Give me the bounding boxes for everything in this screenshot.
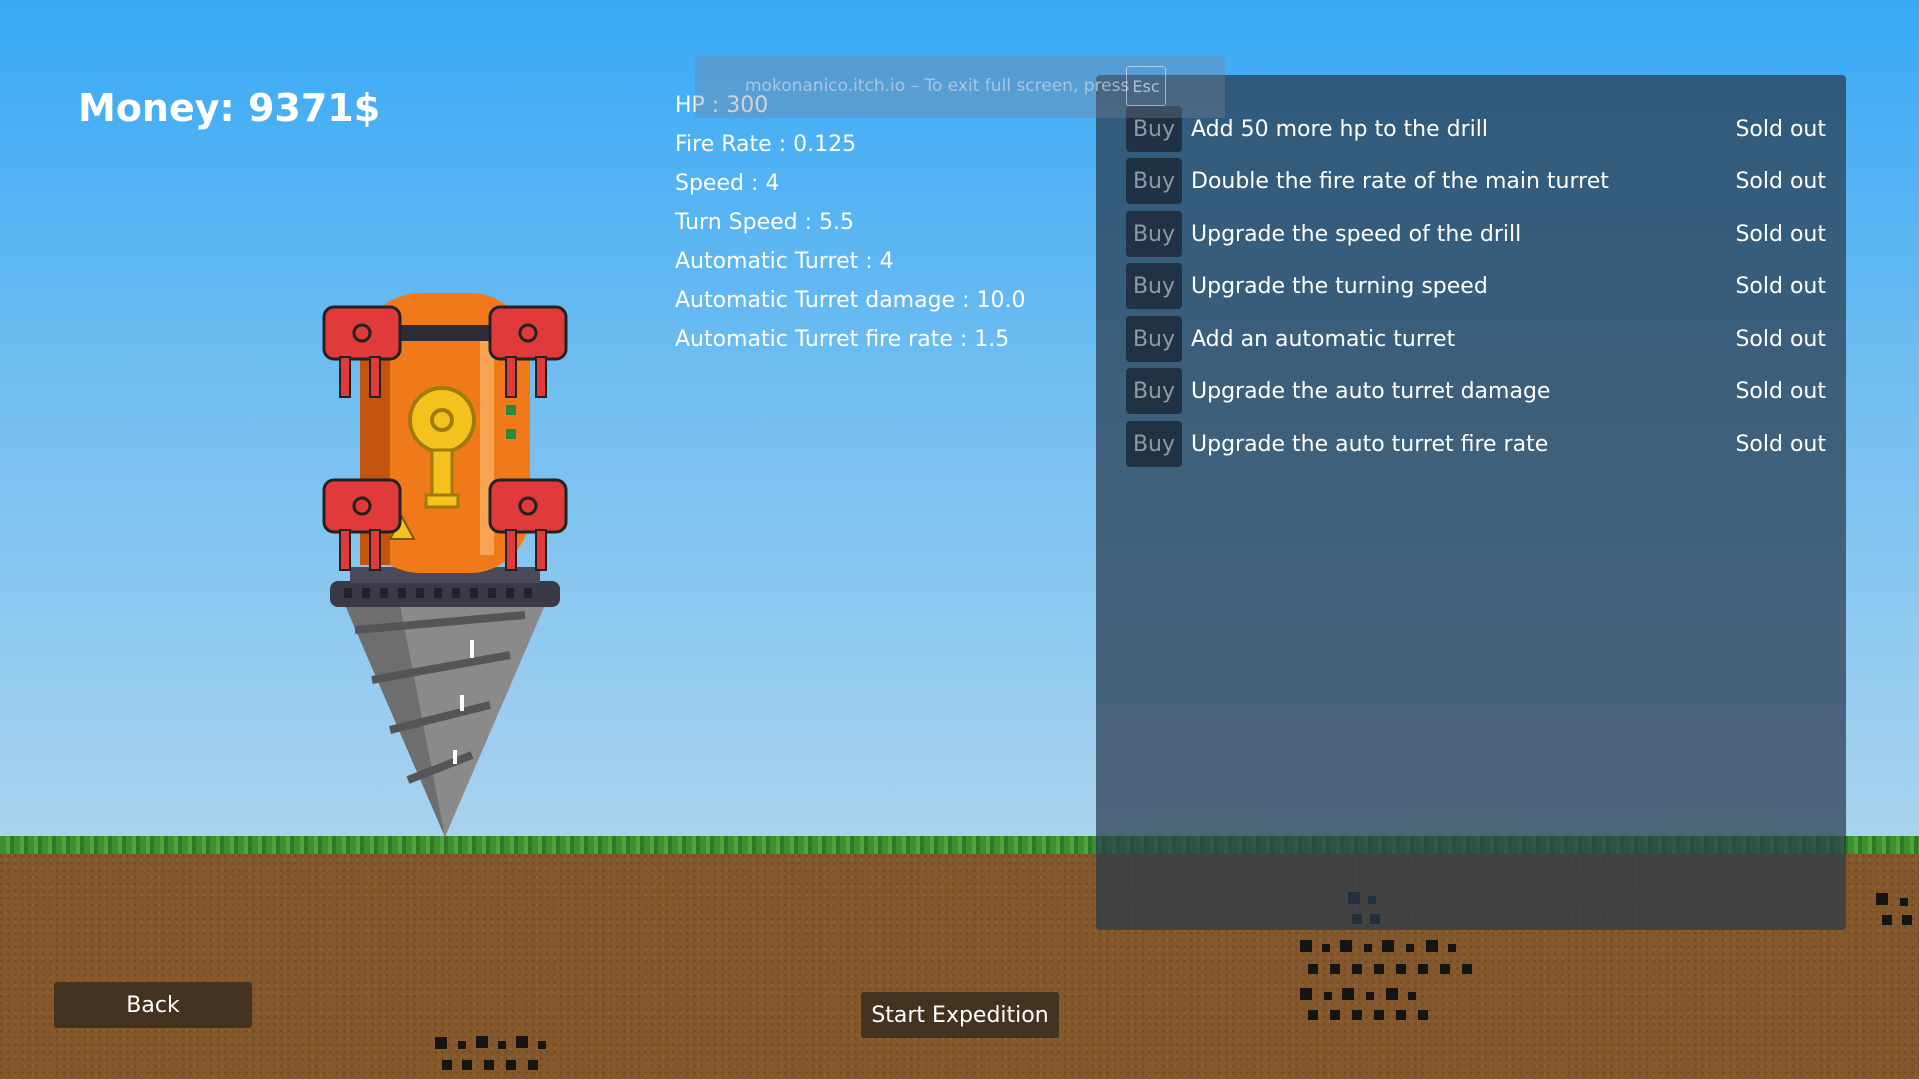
upgrade-price: Sold out — [1735, 326, 1826, 352]
shop-row: Buy Upgrade the auto turret damage Sold … — [1126, 368, 1826, 414]
stat-speed: Speed : 4 — [675, 171, 780, 196]
upgrade-description: Upgrade the auto turret fire rate — [1191, 431, 1549, 457]
upgrade-price: Sold out — [1735, 378, 1826, 404]
shop-row: Buy Upgrade the turning speed Sold out — [1126, 263, 1826, 309]
turret-bottom-right — [488, 478, 568, 571]
stat-turn-speed: Turn Speed : 5.5 — [675, 210, 854, 235]
upgrade-description: Double the fire rate of the main turret — [1191, 168, 1609, 194]
coal-ore-cluster — [1300, 892, 1472, 1020]
upgrade-price: Sold out — [1735, 273, 1826, 299]
upgrade-price: Sold out — [1735, 116, 1826, 142]
drill-sprite — [322, 293, 568, 837]
buy-button[interactable]: Buy — [1126, 158, 1182, 204]
upgrade-price: Sold out — [1735, 221, 1826, 247]
back-button[interactable]: Back — [54, 982, 252, 1028]
upgrade-description: Upgrade the turning speed — [1191, 273, 1488, 299]
upgrade-price: Sold out — [1735, 431, 1826, 457]
upgrade-shop-panel: Buy Add 50 more hp to the drill Sold out… — [1096, 75, 1846, 930]
turret-bottom-left — [322, 478, 402, 571]
buy-button[interactable]: Buy — [1126, 368, 1182, 414]
shop-row: Buy Add an automatic turret Sold out — [1126, 316, 1826, 362]
buy-button[interactable]: Buy — [1126, 211, 1182, 257]
shop-row: Buy Upgrade the speed of the drill Sold … — [1126, 211, 1826, 257]
buy-button[interactable]: Buy — [1126, 316, 1182, 362]
upgrade-description: Add 50 more hp to the drill — [1191, 116, 1488, 142]
stat-auto-turret-fire-rate: Automatic Turret fire rate : 1.5 — [675, 327, 1010, 352]
shop-row: Buy Double the fire rate of the main tur… — [1126, 158, 1826, 204]
buy-button[interactable]: Buy — [1126, 263, 1182, 309]
upgrade-description: Add an automatic turret — [1191, 326, 1456, 352]
turret-top-left — [322, 305, 402, 398]
buy-button[interactable]: Buy — [1126, 106, 1182, 152]
upgrade-description: Upgrade the speed of the drill — [1191, 221, 1522, 247]
start-expedition-button[interactable]: Start Expedition — [861, 992, 1059, 1038]
money-counter: Money: 9371$ — [78, 86, 381, 130]
upgrade-price: Sold out — [1735, 168, 1826, 194]
stat-auto-turret: Automatic Turret : 4 — [675, 249, 894, 274]
coal-ore-cluster — [1876, 893, 1912, 925]
drill-stats: HP : 300 Fire Rate : 0.125 Speed : 4 Tur… — [675, 86, 1025, 359]
fullscreen-notice-text: mokonanico.itch.io – To exit full screen… — [745, 76, 1130, 96]
stat-hp: HP : 300 — [675, 93, 769, 118]
turret-top-right — [488, 305, 568, 398]
stat-fire-rate: Fire Rate : 0.125 — [675, 132, 857, 157]
stat-auto-turret-damage: Automatic Turret damage : 10.0 — [675, 288, 1026, 313]
upgrade-description: Upgrade the auto turret damage — [1191, 378, 1551, 404]
buy-button[interactable]: Buy — [1126, 421, 1182, 467]
esc-key-hint: Esc — [1126, 66, 1166, 106]
shop-row: Buy Upgrade the auto turret fire rate So… — [1126, 421, 1826, 467]
coal-ore-cluster — [435, 1036, 546, 1070]
shop-row: Buy Add 50 more hp to the drill Sold out — [1126, 106, 1826, 152]
